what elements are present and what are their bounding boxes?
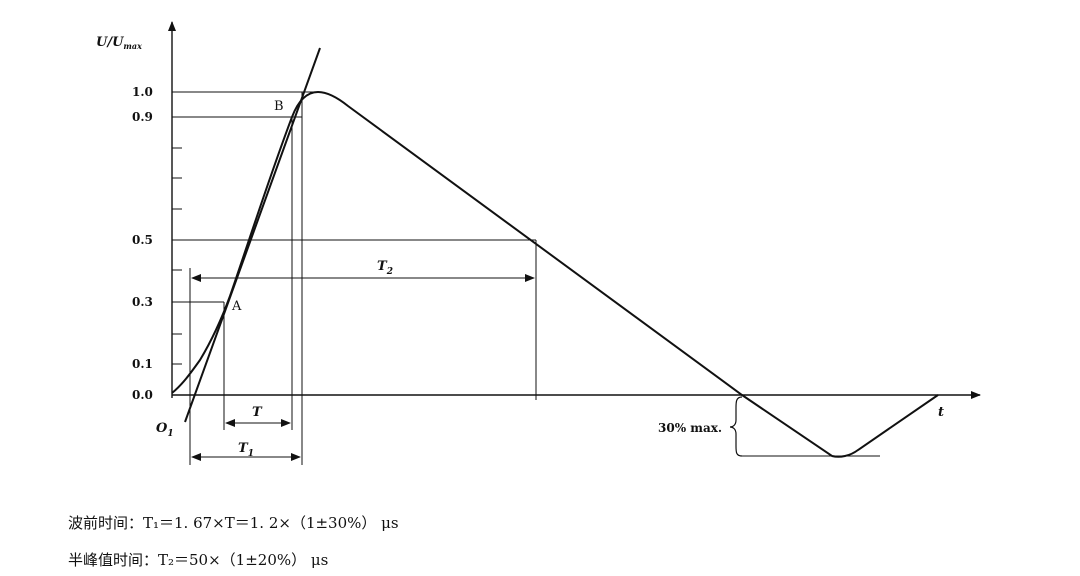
undershoot-brace (729, 396, 743, 457)
y-axis-minor-ticks (172, 147, 182, 335)
front-time-formula: 波前时间：T₁＝1. 67×T＝1. 2×（1±30%） μs (68, 514, 399, 532)
y-tick-label-0.0: 0.0 (132, 388, 153, 402)
y-tick-label-0.3: 0.3 (132, 295, 153, 309)
half-value-time-formula: 半峰值时间：T₂＝50×（1±20%） μs (68, 551, 329, 569)
y-axis-label: U/Umax (96, 35, 142, 51)
dimension-label-t: T (252, 405, 263, 420)
y-axis-major-ticks (172, 91, 182, 365)
y-tick-label-0.5: 0.5 (132, 233, 153, 247)
impulse-waveform-diagram: U/Umax t O1 1.0 0.9 0.5 0.3 0.1 0.0 A B (96, 21, 981, 465)
undershoot-annotation: 30% max. (658, 421, 722, 435)
y-tick-label-0.9: 0.9 (132, 110, 153, 124)
point-label-a: A (231, 299, 242, 314)
front-line-through-a-b (184, 47, 321, 423)
point-label-b: B (274, 99, 284, 114)
x-axis-label: t (938, 405, 944, 420)
origin-label: O1 (156, 421, 174, 439)
dimension-label-t2: T2 (377, 259, 393, 277)
impulse-waveform-curve (171, 90, 939, 458)
dimension-label-t1: T1 (238, 441, 254, 459)
y-tick-label-1.0: 1.0 (132, 85, 153, 99)
y-tick-label-0.1: 0.1 (132, 357, 153, 371)
